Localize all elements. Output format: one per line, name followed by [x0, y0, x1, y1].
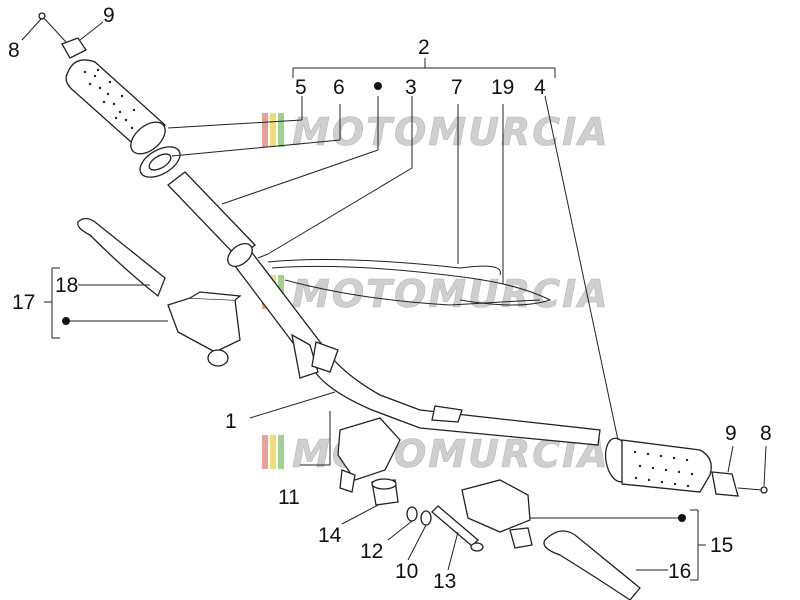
right-grip [604, 437, 712, 493]
watermark-text: MOTOMURCIA [292, 110, 610, 154]
leader-lines [21, 17, 767, 571]
callout-18: 18 [55, 274, 78, 297]
right-switch-housing [337, 417, 401, 493]
clamp-bushing [371, 478, 399, 506]
callout-9-left: 9 [103, 4, 115, 27]
left-master-cylinder [167, 291, 242, 367]
right-brake-lever [543, 530, 641, 600]
callout-13: 13 [433, 570, 456, 593]
right-master-cylinder [461, 479, 533, 549]
throttle-sleeve [167, 171, 269, 267]
left-grip [65, 59, 166, 155]
watermark-top: MOTOMURCIA [262, 110, 610, 154]
clamp-bolt [431, 505, 484, 552]
watermark-middle: MOTOMURCIA [262, 272, 610, 316]
callout-14: 14 [318, 524, 342, 547]
cables [267, 259, 552, 306]
bracket-2 [292, 58, 556, 78]
left-end-weight [38, 12, 87, 59]
bullet-marker [678, 514, 686, 522]
callout-16: 16 [668, 560, 691, 583]
left-grip-washer [139, 146, 181, 178]
watermark-text: MOTOMURCIA [292, 272, 610, 316]
callout-10: 10 [395, 560, 418, 583]
right-end-weight [711, 471, 768, 497]
callout-labels: 2 5 6 3 7 19 4 8 9 18 17 1 11 14 12 10 1… [8, 4, 772, 593]
callout-11: 11 [278, 486, 300, 509]
callout-1: 1 [225, 410, 237, 433]
callout-12: 12 [360, 540, 383, 563]
callout-19: 19 [491, 76, 514, 99]
callout-5: 5 [295, 76, 307, 99]
callout-8-left: 8 [8, 39, 20, 62]
callout-8-right: 8 [760, 422, 772, 445]
callout-17: 17 [12, 291, 35, 314]
bracket-15 [690, 509, 706, 581]
handlebar-tube [231, 249, 601, 446]
callout-9-right: 9 [725, 422, 737, 445]
left-brake-lever [77, 217, 166, 298]
bullet-marker [62, 317, 70, 325]
callout-6: 6 [333, 76, 345, 99]
callout-15: 15 [710, 534, 733, 557]
callout-7: 7 [451, 76, 463, 99]
bullet-marker [374, 82, 382, 90]
callout-3: 3 [405, 76, 417, 99]
callout-2: 2 [418, 36, 430, 59]
callout-4: 4 [534, 76, 546, 99]
bracket-17 [44, 267, 60, 339]
